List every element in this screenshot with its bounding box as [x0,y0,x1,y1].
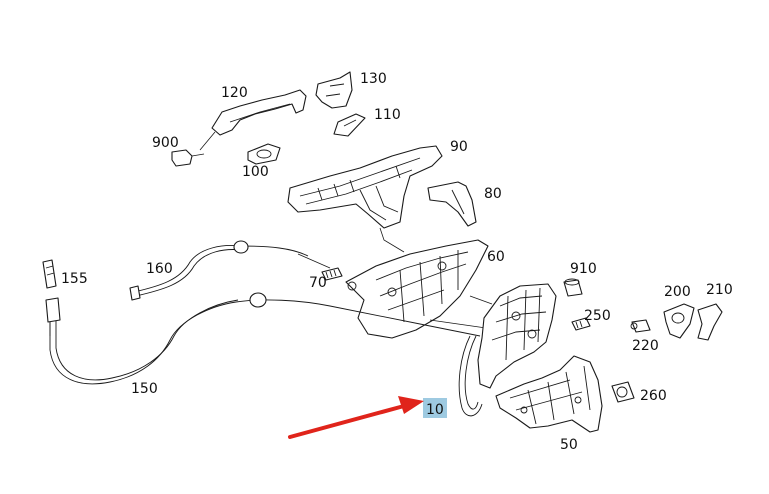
label-250: 250 [584,308,611,324]
part-220-screw [630,319,651,333]
label-70: 70 [309,275,327,291]
label-120: 120 [221,85,248,101]
part-910-cap [563,278,583,297]
part-250-screw [571,317,591,331]
part-90-handle-carrier [287,145,443,253]
label-155: 155 [61,271,88,287]
label-260: 260 [640,388,667,404]
label-50: 50 [560,437,578,453]
part-200-striker [663,303,695,339]
label-150: 150 [131,381,158,397]
label-160: 160 [146,261,173,277]
label-200: 200 [664,284,691,300]
label-130: 130 [360,71,387,87]
part-50-lock-bracket [495,355,603,433]
part-900-clip [171,149,205,167]
label-80: 80 [484,186,502,202]
label-910: 910 [570,261,597,277]
arrow-head-icon [398,396,424,414]
part-80-bracket [427,181,477,227]
label-220: 220 [632,338,659,354]
part-10-door-lock [458,283,557,417]
red-arrow [288,396,424,439]
label-10-highlight [423,398,447,418]
label-110: 110 [374,107,401,123]
part-110-gasket [333,113,366,137]
callout-labels: 120 130 110 900 100 90 80 155 160 60 910… [61,71,733,453]
label-210: 210 [706,282,733,298]
part-210-shim [697,303,723,341]
label-100: 100 [242,164,269,180]
part-155-cable-cap [42,259,57,289]
part-100-gasket [247,143,281,165]
label-60: 60 [487,249,505,265]
part-160-cable [129,240,331,301]
part-260-screw [611,381,635,403]
part-60-mounting-plate [345,239,501,339]
part-70-screw [321,267,343,281]
part-130-handle-cap [315,71,353,109]
label-90: 90 [450,139,468,155]
label-900: 900 [152,135,179,151]
part-120-door-handle [199,89,307,151]
label-10[interactable]: 10 [426,402,444,418]
arrow-shaft [288,404,406,439]
part-150-cable [45,292,481,385]
